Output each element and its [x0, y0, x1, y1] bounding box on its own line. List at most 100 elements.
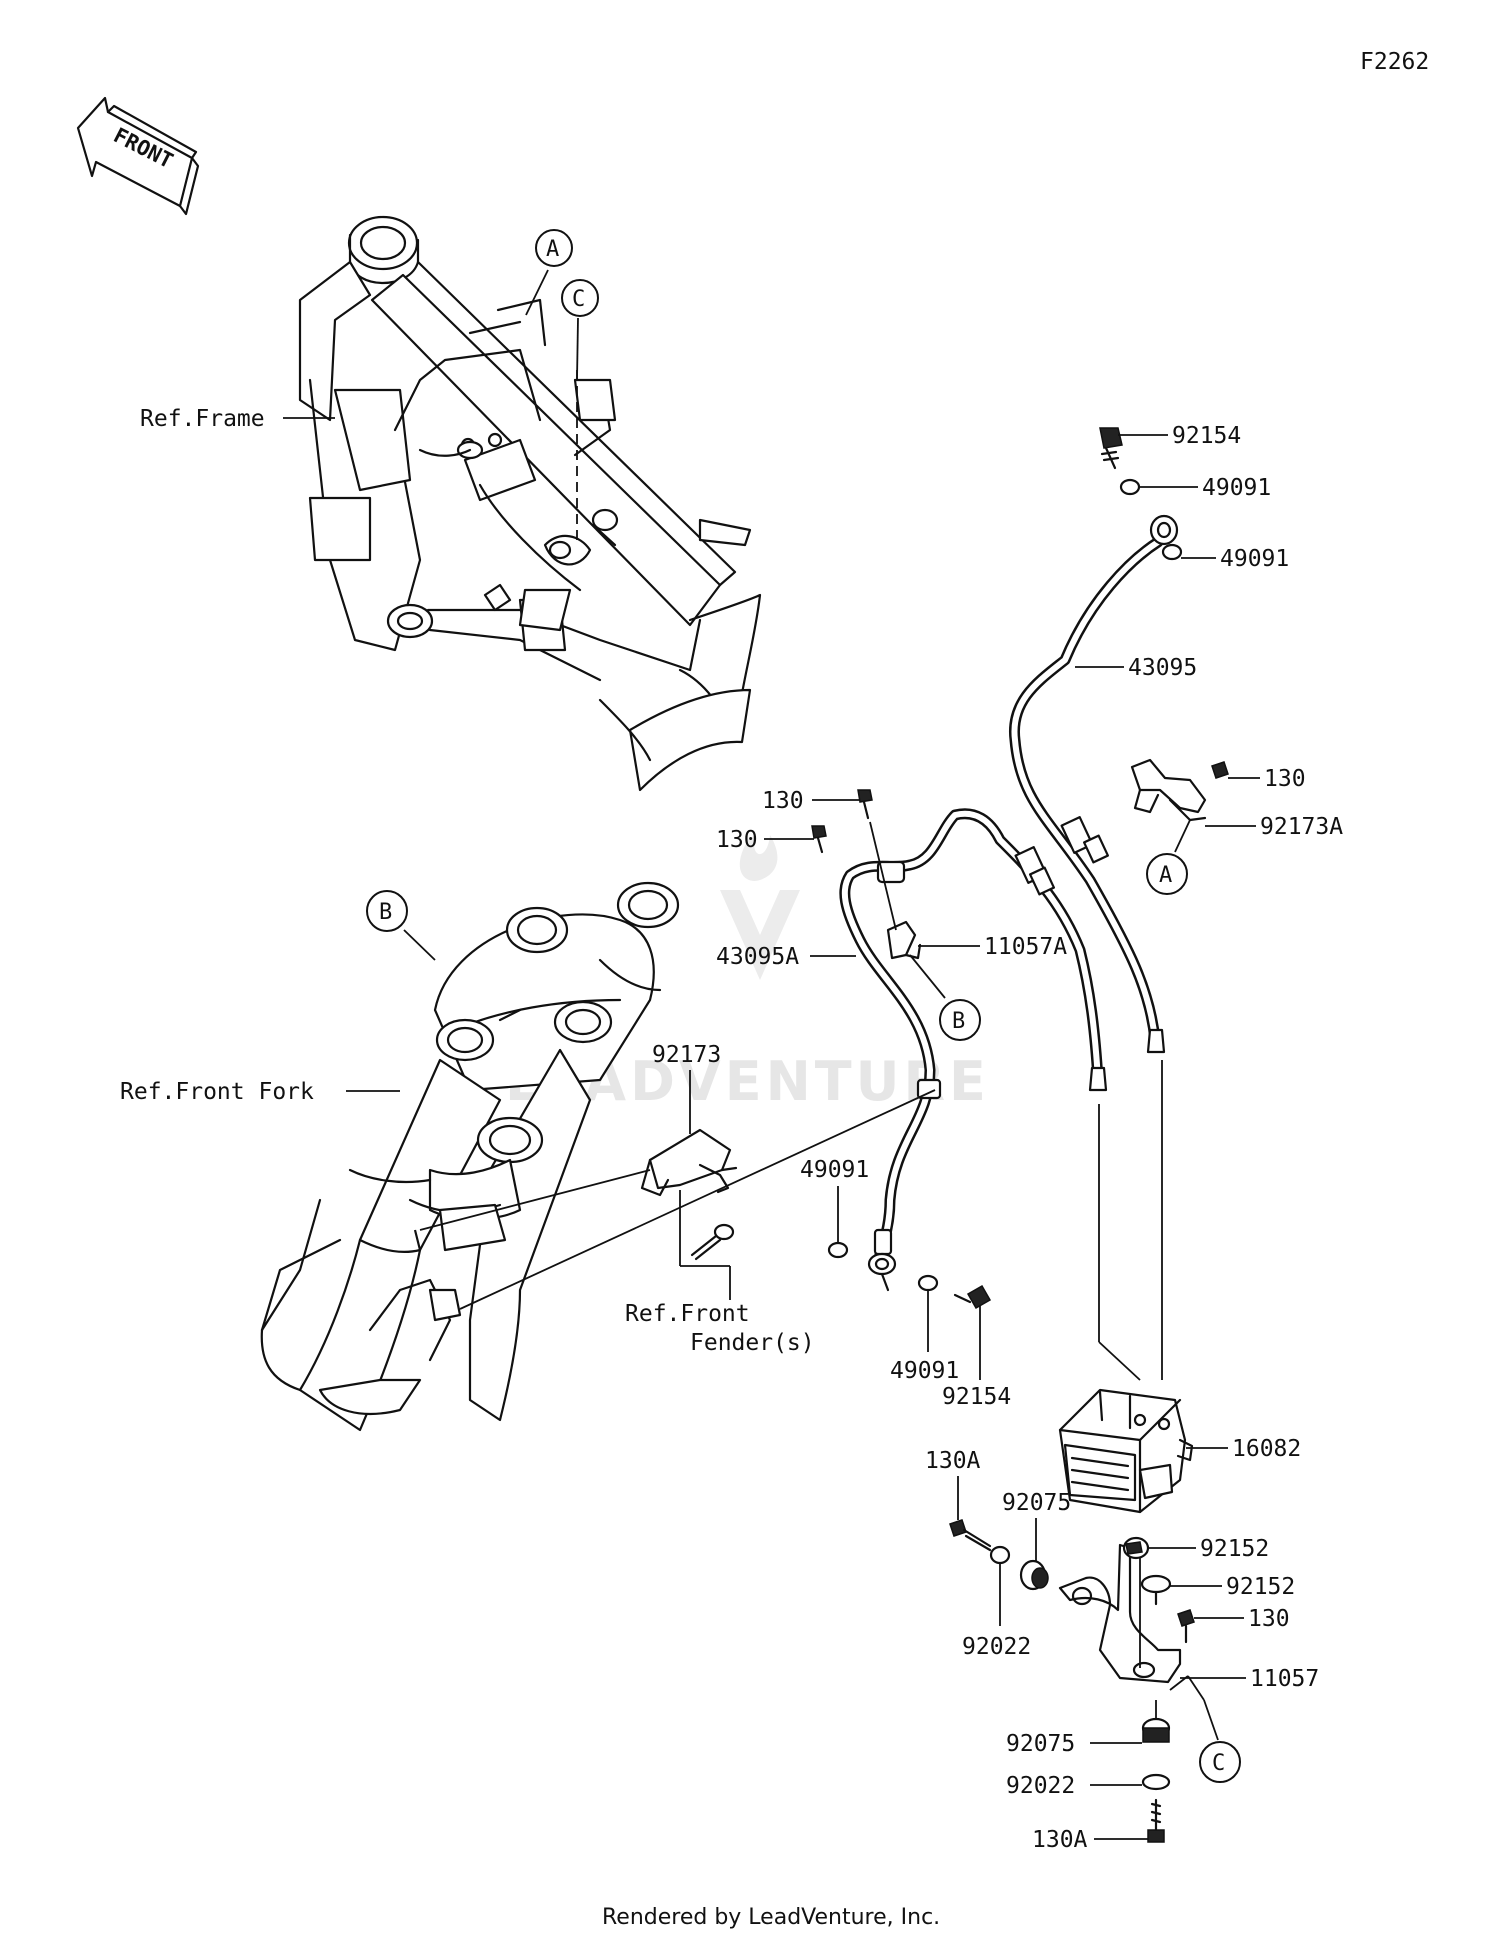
callout-c-frame: C — [561, 279, 599, 381]
abs-hydraulic-unit-16082 — [1058, 1388, 1194, 1514]
clamp-11057A — [886, 920, 922, 960]
part-49091-top1: 49091 — [1202, 475, 1271, 501]
part-92154-top: 92154 — [1172, 423, 1241, 449]
callout-b-right: B — [909, 954, 981, 1041]
part-49091-low: 49091 — [890, 1358, 959, 1384]
clamp-92173A — [1130, 758, 1207, 822]
brake-hose-43095 — [1008, 514, 1179, 1054]
label-92152-b: 92152 — [1170, 1574, 1295, 1600]
bolt-130-low — [1177, 1609, 1195, 1644]
label-92173A: 92173A — [1205, 814, 1343, 840]
part-11057A: 11057A — [984, 934, 1067, 960]
washer-49091-top2 — [1161, 543, 1183, 561]
label-130-right: 130 — [1228, 766, 1306, 792]
washer-92022-low — [1141, 1773, 1171, 1791]
grommet-92075-low — [1141, 1717, 1171, 1743]
label-130A-low: 130A — [1032, 1827, 1148, 1853]
part-130-right: 130 — [1264, 766, 1306, 792]
part-92154-low: 92154 — [942, 1384, 1011, 1410]
callout-a-right-label: A — [1159, 863, 1172, 888]
part-92075-low: 92075 — [1006, 1731, 1075, 1757]
part-92173A: 92173A — [1260, 814, 1343, 840]
part-130-mid1: 130 — [762, 788, 804, 814]
callout-c-low: C — [1169, 1675, 1241, 1783]
callout-a-right: A — [1146, 819, 1191, 895]
callout-b-fork-label: B — [379, 900, 392, 925]
ref-front-fender-line2: Fender(s) — [690, 1330, 815, 1356]
label-92075-low: 92075 — [1006, 1731, 1142, 1757]
part-92152-a: 92152 — [1200, 1536, 1269, 1562]
label-49091-mid: 49091 — [800, 1157, 869, 1242]
part-130-mid2: 130 — [716, 827, 758, 853]
front-direction-arrow-icon: FRONT — [76, 96, 200, 216]
banjo-bolt-92154-low — [953, 1284, 992, 1310]
part-49091-mid: 49091 — [800, 1157, 869, 1183]
fender-bolt — [690, 1223, 735, 1261]
callout-b-fork: B — [366, 890, 436, 961]
fork-connect-line2 — [419, 1169, 651, 1231]
label-43095: 43095 — [1075, 655, 1197, 681]
part-11057: 11057 — [1250, 1666, 1319, 1692]
clamp-92173 — [640, 1128, 738, 1197]
callout-c-frame-label: C — [572, 287, 585, 312]
callout-b-right-label: B — [952, 1009, 965, 1034]
ref-front-fork-label: Ref.Front Fork — [120, 1079, 314, 1105]
washer-49091-mid — [827, 1241, 849, 1259]
brake-hose-43095A — [839, 808, 1108, 1260]
label-11057: 11057 — [1180, 1666, 1319, 1692]
label-43095A: 43095A — [716, 944, 856, 970]
abs-connect-line2 — [1098, 1341, 1141, 1381]
label-92152-a: 92152 — [1148, 1536, 1269, 1562]
part-49091-top2: 49091 — [1220, 546, 1289, 572]
label-130A-top: 130A — [925, 1448, 981, 1520]
bolt-130A-low — [1147, 1798, 1165, 1843]
part-16082: 16082 — [1232, 1436, 1301, 1462]
frame-drawing — [298, 215, 762, 792]
label-49091-top2: 49091 — [1181, 546, 1289, 572]
label-130-mid1: 130 — [762, 788, 860, 814]
label-92154-top: 92154 — [1118, 423, 1241, 449]
washer-49091-low — [917, 1274, 939, 1292]
label-130-mid2: 130 — [716, 827, 814, 853]
ref-front-fender-line1: Ref.Front — [625, 1301, 750, 1327]
banjo-bolt-92154-top — [1099, 427, 1123, 470]
cap-92152-b — [1140, 1574, 1172, 1606]
clamp-link-line — [869, 821, 897, 931]
label-92075-top: 92075 — [1002, 1490, 1071, 1561]
label-11057A: 11057A — [918, 934, 1067, 960]
washer-92022-top — [989, 1545, 1011, 1565]
label-92022-low: 92022 — [1006, 1773, 1142, 1799]
label-ref-front-fender: Ref.Front Fender(s) — [625, 1301, 815, 1356]
callout-a-frame: A — [525, 229, 573, 316]
banjo-fitting-lower — [867, 1252, 897, 1292]
bracket-11057 — [1058, 1543, 1182, 1684]
part-130-low: 130 — [1248, 1606, 1290, 1632]
figure-id: F2262 — [1360, 49, 1429, 75]
part-92152-b: 92152 — [1226, 1574, 1295, 1600]
part-92022-low: 92022 — [1006, 1773, 1075, 1799]
part-92173: 92173 — [652, 1042, 721, 1068]
front-fork-drawing — [260, 881, 680, 1432]
part-92075-top: 92075 — [1002, 1490, 1071, 1516]
bolt-130-mid2 — [811, 825, 827, 854]
part-130A-low: 130A — [1032, 1827, 1088, 1853]
label-92022-top: 92022 — [962, 1563, 1031, 1660]
bolt-130A-top — [949, 1519, 992, 1552]
callout-c-low-label: C — [1212, 1751, 1225, 1776]
footer-credit: Rendered by LeadVenture, Inc. — [602, 1905, 940, 1930]
label-49091-low: 49091 — [890, 1290, 959, 1384]
cap-92152-a — [1122, 1536, 1150, 1560]
part-92022-top: 92022 — [962, 1634, 1031, 1660]
part-43095A: 43095A — [716, 944, 799, 970]
fork-connect-line1 — [459, 1089, 936, 1310]
part-43095: 43095 — [1128, 655, 1197, 681]
bolt-130-right — [1211, 761, 1229, 779]
grommet-92075-top — [1019, 1559, 1049, 1591]
label-92173: 92173 — [652, 1042, 721, 1134]
ref-frame-label: Ref.Frame — [140, 406, 265, 432]
label-49091-top1: 49091 — [1139, 475, 1271, 501]
bolt-130-mid1 — [857, 789, 873, 820]
label-130-low: 130 — [1194, 1606, 1290, 1632]
callout-a-frame-label: A — [546, 237, 559, 262]
